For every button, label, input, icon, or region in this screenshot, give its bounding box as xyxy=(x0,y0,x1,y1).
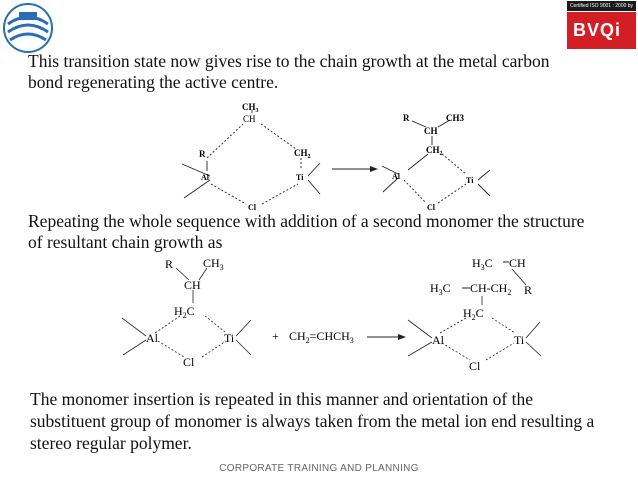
s1l-ch3-sub: 3 xyxy=(256,108,259,114)
s2r-h2c-c: C xyxy=(476,306,484,320)
monomer-sub3: 3 xyxy=(350,336,354,345)
s2l-r-label: R xyxy=(165,257,173,271)
s1r-cl-label: Cl xyxy=(427,203,436,212)
s2r-chch2: CH-CH xyxy=(470,281,508,295)
s2r-h2c-h: H xyxy=(463,306,472,320)
s2l-h2c-c: C xyxy=(187,304,195,318)
s2r-h3c-mid-sub: 3 xyxy=(439,288,443,297)
s2r-h3c-mid-c: C xyxy=(443,281,451,295)
s2l-h2c-h: H xyxy=(174,304,183,318)
s2r-cl-label: Cl xyxy=(469,359,481,373)
s2r-chch2-sub: 2 xyxy=(507,288,511,297)
svg-text:H2C: H2C xyxy=(463,306,484,322)
certification-text: Certified ISO 9001 : 2000 by xyxy=(567,1,636,11)
s1l-r-label: R xyxy=(199,149,206,159)
bvqi-badge: BVQi xyxy=(567,12,636,49)
s1l-al-label: Al xyxy=(201,173,210,182)
svg-text:CH2: CH2 xyxy=(294,148,311,160)
s2l-h2c-sub: 2 xyxy=(183,311,187,320)
s1l-ti-label: Ti xyxy=(296,173,304,182)
s1l-cl-label: Cl xyxy=(248,203,257,212)
monomer-ch2: CH xyxy=(289,329,306,343)
s2r-h3c-top-h: H xyxy=(472,256,481,270)
bvqi-brand-text: BVQi xyxy=(573,20,622,40)
s1r-ch2-sub: 2 xyxy=(440,151,443,157)
svg-text:H3C: H3C xyxy=(430,281,451,297)
bvqi-certification-logo: Certified ISO 9001 : 2000 by BVQi xyxy=(567,1,636,49)
scheme1-left-transition-state: CH3 CH R CH2 Al Ti Cl xyxy=(181,102,321,212)
s2l-al-label: Al xyxy=(146,331,159,345)
s1l-ch3-label: CH xyxy=(242,102,256,112)
s1r-ch2-label: CH xyxy=(426,145,440,155)
svg-text:CH2: CH2 xyxy=(426,145,443,157)
scheme2-right-structure: H3C CH H3C CH-CH2 R H2C Al Ti Cl xyxy=(407,256,542,373)
reaction-arrow-2 xyxy=(367,334,406,340)
s1l-ch2-sub: 2 xyxy=(308,154,311,160)
monomer-sub2: 2 xyxy=(306,336,310,345)
s2r-ti-label: Ti xyxy=(514,333,525,347)
paragraph-monomer-insertion: The monomer insertion is repeated in thi… xyxy=(30,389,595,453)
reaction-arrow-1 xyxy=(332,166,378,172)
s2r-h3c-top-c: C xyxy=(485,256,493,270)
scheme2-left-structure: R CH3 CH H2C Al Ti Cl xyxy=(121,256,252,369)
s1r-ch3-label: CH3 xyxy=(446,113,465,123)
s1l-ch-label: CH xyxy=(243,114,256,124)
s2r-h2c-sub: 2 xyxy=(472,313,476,322)
svg-text:CH-CH2: CH-CH2 xyxy=(470,281,511,297)
scheme2-reagent: + CH2=CHCH3 xyxy=(272,329,354,345)
s2l-ti-label: Ti xyxy=(224,331,235,345)
svg-text:H3C: H3C xyxy=(472,256,493,272)
s2l-cl-label: Cl xyxy=(183,355,195,369)
s1r-ti-label: Ti xyxy=(466,176,474,185)
paragraph-transition-state: This transition state now gives rise to … xyxy=(28,51,550,92)
paragraph-repeating-sequence: Repeating the whole sequence with additi… xyxy=(28,211,585,252)
s2r-r-label: R xyxy=(524,283,532,297)
s1r-r-label: R xyxy=(403,113,410,123)
svg-text:H2C: H2C xyxy=(174,304,195,320)
s2r-h3c-mid-h: H xyxy=(430,281,439,295)
s2r-ch-top: CH xyxy=(509,256,526,270)
s2l-ch3-label: CH xyxy=(203,256,220,270)
monomer-rest: =CHCH xyxy=(310,329,350,343)
s2l-ch-label: CH xyxy=(184,278,201,292)
svg-text:CH3: CH3 xyxy=(242,102,259,114)
s1r-al-label: Al xyxy=(392,172,401,181)
company-logo-icon xyxy=(2,2,54,54)
s1r-ch-label: CH xyxy=(424,126,438,136)
s2r-h3c-top-sub: 3 xyxy=(481,263,485,272)
s2r-al-label: Al xyxy=(432,333,445,347)
svg-text:CH2=CHCH3: CH2=CHCH3 xyxy=(289,329,354,345)
svg-text:CH3: CH3 xyxy=(203,256,224,272)
footer-text: CORPORATE TRAINING AND PLANNING xyxy=(219,463,419,474)
scheme1-right-product: R CH3 CH CH2 Al Ti Cl xyxy=(381,113,491,212)
s1l-ch2-label: CH xyxy=(294,148,308,158)
s2l-ch3-sub: 3 xyxy=(220,263,224,272)
plus-sign: + xyxy=(272,329,279,343)
